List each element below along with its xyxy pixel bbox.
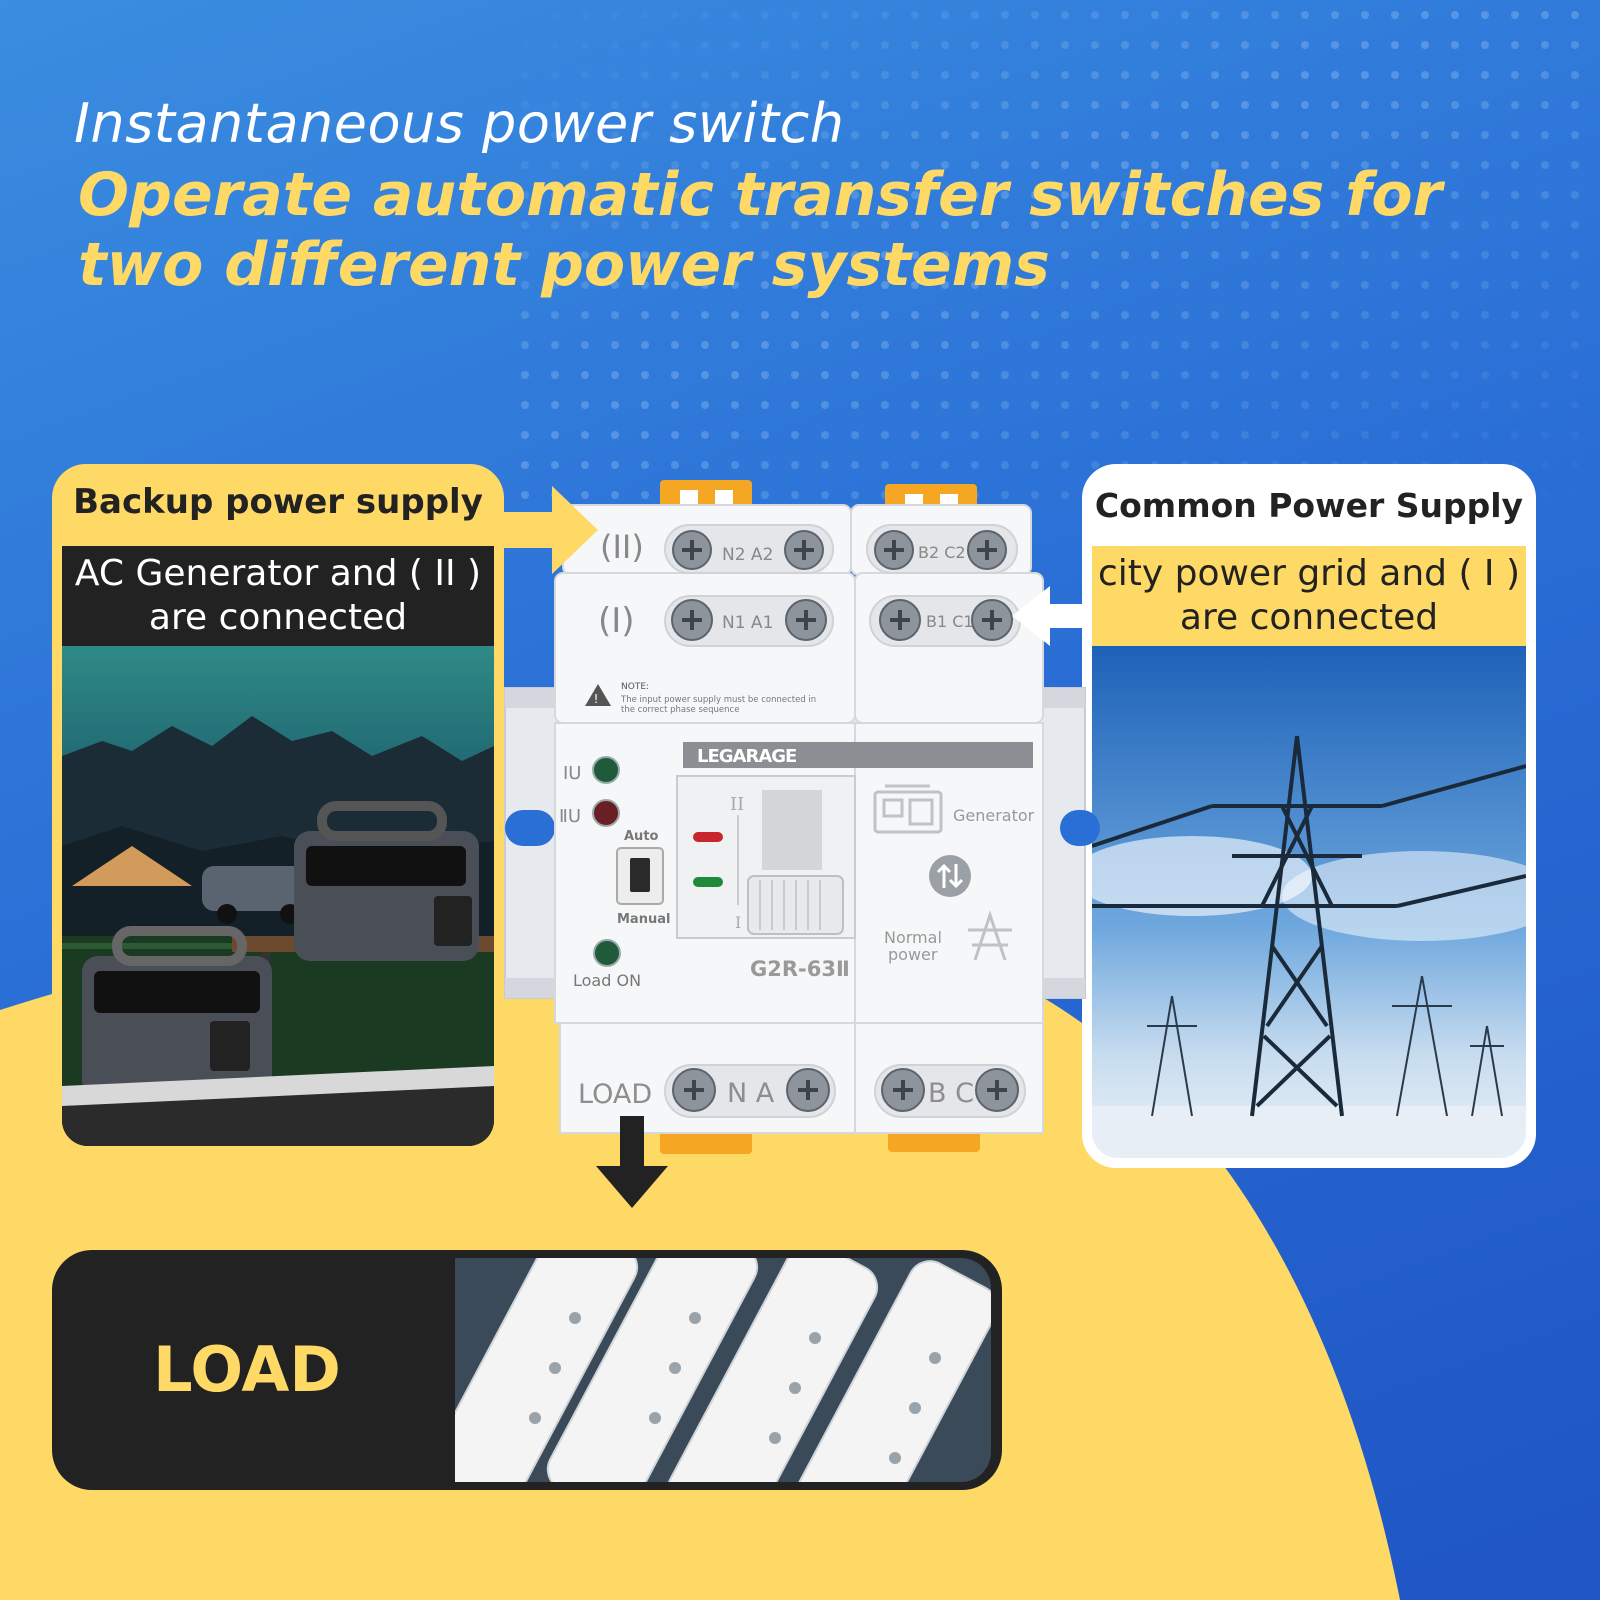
- pylon-icon: [968, 910, 1012, 961]
- terminal-row1-left: N1 A1: [722, 613, 773, 633]
- arrow-down-icon: [596, 1116, 668, 1208]
- headline-title: Operate automatic transfer switches for …: [78, 160, 1443, 300]
- generator-label: Generator: [953, 806, 1035, 825]
- load-on-led: [593, 939, 621, 967]
- load-on-label: Load ON: [573, 971, 641, 990]
- indicator-iiu-led: [592, 799, 620, 827]
- manual-label: Manual: [617, 912, 670, 927]
- backup-sub-line1: AC Generator and ( II ): [74, 553, 482, 594]
- generator-icon: [873, 784, 943, 834]
- lever-top-label: II: [730, 794, 744, 815]
- normal-power-label-2: power: [888, 945, 938, 964]
- auto-label: Auto: [624, 829, 659, 844]
- indicator-iiu-label: ⅡU: [559, 806, 581, 827]
- note-line1: The input power supply must be connected…: [620, 695, 816, 705]
- svg-text:!: !: [594, 692, 599, 706]
- terminal-row2-right: B2 C2: [918, 543, 966, 562]
- note-title: NOTE:: [621, 682, 649, 692]
- common-power-title: Common Power Supply: [1094, 486, 1524, 525]
- backup-power-subtitle: AC Generator and ( II ) are connected: [62, 546, 494, 646]
- common-sub-line1: city power grid and ( I ): [1097, 553, 1521, 594]
- arrow-right-icon: [504, 486, 598, 574]
- indicator-iu-label: IU: [563, 763, 581, 784]
- lever-bottom-label: I: [735, 913, 741, 932]
- red-indicator: [693, 832, 723, 842]
- backup-power-card: Backup power supply AC Generator and ( I…: [52, 464, 504, 1160]
- common-power-subtitle: city power grid and ( I ) are connected: [1092, 546, 1526, 646]
- bottom-terminal-left: N A: [727, 1078, 775, 1109]
- load-label: LOAD: [153, 1333, 341, 1406]
- terminal-row2-left: N2 A2: [722, 545, 773, 565]
- bottom-terminal-right: B C: [928, 1078, 974, 1109]
- common-sub-line2: are connected: [1179, 597, 1439, 638]
- arrow-left-icon: [1012, 586, 1082, 646]
- headline-subtitle: Instantaneous power switch: [74, 92, 845, 155]
- backup-power-title: Backup power supply: [73, 482, 483, 522]
- terminal-row1-label: (I): [598, 601, 635, 641]
- power-grid-photo: [1092, 646, 1526, 1158]
- switch-arrows-icon: [929, 855, 971, 897]
- bottom-load-label: LOAD: [578, 1079, 652, 1110]
- note-line2: the correct phase sequence: [621, 705, 739, 715]
- normal-power-label-1: Normal: [884, 928, 942, 947]
- terminal-row1-right: B1 C1: [926, 612, 974, 631]
- power-strips-photo: [455, 1258, 991, 1482]
- load-card: LOAD: [52, 1250, 1002, 1490]
- terminal-row2-label: (II): [600, 528, 644, 566]
- generator-photo: [62, 646, 494, 1146]
- backup-sub-line2: are connected: [148, 597, 408, 638]
- brand-logo: LEGARAGE: [697, 746, 796, 767]
- indicator-iu-led: [592, 756, 620, 784]
- model-number: G2R-63Ⅱ: [750, 957, 850, 981]
- common-power-card: Common Power Supply city power grid and …: [1082, 464, 1536, 1168]
- green-indicator: [693, 877, 723, 887]
